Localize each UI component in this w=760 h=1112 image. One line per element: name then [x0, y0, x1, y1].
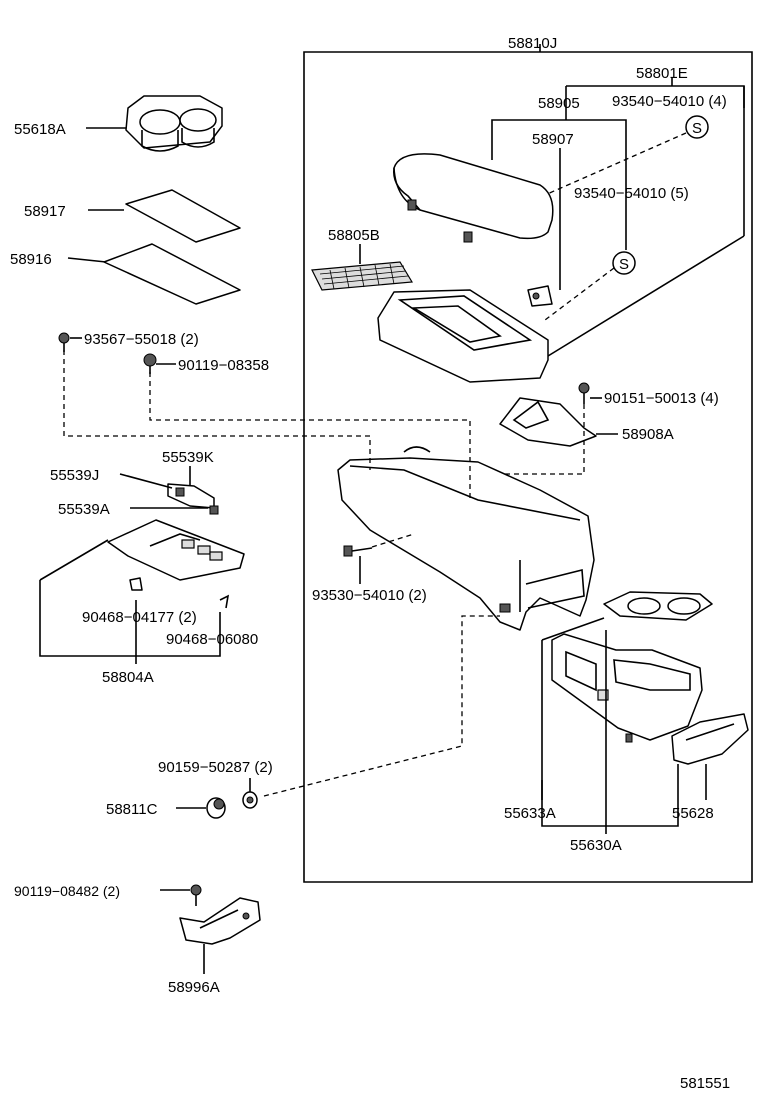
cup-holder-55618a [125, 95, 223, 152]
label-55630a: 55630A [570, 837, 622, 854]
cup-holder-body [551, 633, 703, 743]
clip-90159 [242, 791, 258, 809]
cup-plate [603, 591, 713, 621]
bracket-55630a-top [541, 617, 605, 641]
lid-55628 [671, 713, 749, 765]
label-58810j: 58810J [508, 35, 557, 52]
console-box [377, 289, 549, 383]
hinge-58907 [527, 285, 553, 307]
label-55628: 55628 [672, 805, 714, 822]
label-55539a: 55539A [58, 501, 110, 518]
label-90159: 90159−50287 (2) [158, 759, 273, 776]
label-58801e: 58801E [636, 65, 688, 82]
marker-s1: S [692, 120, 702, 137]
dash-s2 [544, 267, 615, 321]
armrest-lid [392, 153, 554, 243]
clip-90468-06080 [219, 594, 230, 609]
bracket-58996a [179, 897, 261, 945]
label-90468-06080: 90468−06080 [166, 631, 258, 648]
label-90119-08358: 90119−08358 [178, 357, 269, 374]
dash-93567 [63, 350, 371, 470]
label-58905: 58905 [538, 95, 580, 112]
page-code: 581551 [680, 1075, 730, 1092]
bracket-58804a [39, 580, 221, 657]
marker-s2-circle [612, 251, 636, 275]
screw-90119-08482 [190, 884, 202, 906]
label-90119-08482: 90119−08482 (2) [14, 883, 120, 899]
label-58804a: 58804A [102, 669, 154, 686]
dash-93530 [371, 533, 415, 548]
bracket-58905 [491, 119, 627, 250]
switch-55539 [167, 483, 219, 515]
mat-58916 [103, 243, 241, 305]
label-58996a: 58996A [168, 979, 220, 996]
bracket-58801e-diag [547, 235, 745, 357]
dash-90119 [149, 372, 471, 500]
assembly-frame [303, 51, 753, 883]
label-58805b: 58805B [328, 227, 380, 244]
panel-58804a [107, 519, 245, 581]
label-58916: 58916 [10, 251, 52, 268]
marker-s2: S [619, 256, 629, 273]
label-93540-4: 93540−54010 (4) [612, 93, 727, 110]
dash-90159 [263, 615, 500, 797]
screw-90119-08358 [143, 353, 157, 374]
clip-90468-04177 [129, 577, 143, 591]
screw-93567 [58, 332, 70, 352]
label-55539k: 55539K [162, 449, 214, 466]
leader-58916 [67, 257, 107, 263]
label-93540-5: 93540−54010 (5) [574, 185, 689, 202]
label-58811c: 58811C [106, 801, 158, 818]
bracket-55630a [541, 640, 679, 827]
mat-58917 [125, 189, 241, 243]
bracket-58908a [499, 397, 597, 447]
label-93530: 93530−54010 (2) [312, 587, 427, 604]
screw-90151 [578, 382, 590, 404]
screw-93530 [343, 545, 373, 557]
marker-s1-circle [685, 115, 709, 139]
label-90151: 90151−50013 (4) [604, 390, 719, 407]
label-55539j: 55539J [50, 467, 99, 484]
grid-mat [311, 261, 414, 291]
label-58908a: 58908A [622, 426, 674, 443]
leader-55539j [119, 473, 173, 489]
label-55618a: 55618A [14, 121, 66, 138]
label-93567: 93567−55018 (2) [84, 331, 199, 348]
plug-58811c [206, 797, 226, 819]
bracket-58804a-top [39, 539, 109, 581]
label-58917: 58917 [24, 203, 66, 220]
console-body [337, 446, 595, 631]
label-55633a: 55633A [504, 805, 556, 822]
label-90468-04177: 90468−04177 (2) [82, 609, 197, 626]
label-58907: 58907 [532, 131, 574, 148]
dash-s1 [544, 132, 687, 196]
